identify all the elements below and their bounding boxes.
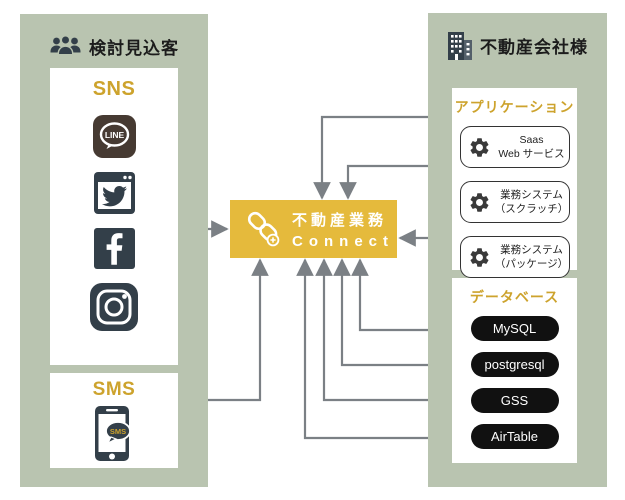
company-panel: 不動産会社様 アプリケーション Saas Web サービス: [428, 13, 607, 487]
applications-title: アプリケーション: [454, 99, 575, 115]
databases-section: データベース MySQL postgresql GSS AirTable: [452, 278, 577, 463]
app-item-scratch: 業務システム （スクラッチ）: [459, 181, 570, 223]
sns-title: SNS: [92, 78, 136, 100]
application-list: Saas Web サービス 業務システム （スクラッチ）: [452, 126, 577, 278]
sms-phone-icon: SMS: [95, 406, 131, 461]
app-item-label: Saas Web サービス: [498, 133, 565, 160]
company-header: 不動産会社様: [428, 30, 607, 60]
gear-icon: [470, 192, 488, 212]
db-pill-airtable: AirTable: [470, 424, 559, 449]
gear-icon: [470, 137, 488, 157]
connect-hub: 不動産業務 Connect: [230, 200, 397, 258]
company-title: 不動産会社様: [480, 37, 588, 57]
instagram-icon: [90, 283, 138, 331]
prospects-header: 検討見込客: [20, 31, 208, 61]
people-icon: [50, 35, 81, 56]
link-icon: [247, 211, 280, 247]
databases-title: データベース: [469, 289, 560, 305]
sms-section: SMS SMS: [50, 373, 178, 468]
svg-text:LINE: LINE: [104, 130, 124, 140]
building-icon: [448, 32, 472, 60]
twitter-icon: [93, 172, 135, 214]
db-pill-postgresql: postgresql: [470, 352, 559, 377]
line-icon: LINE: [92, 115, 136, 158]
app-item-package: 業務システム （パッケージ）: [459, 236, 570, 278]
connect-hub-line1: 不動産業務: [292, 211, 388, 229]
app-item-label: 業務システム （スクラッチ）: [494, 188, 569, 215]
database-list: MySQL postgresql GSS AirTable: [452, 316, 577, 449]
facebook-icon: [93, 228, 135, 269]
connect-hub-line2: Connect: [292, 232, 394, 250]
sms-title: SMS: [92, 379, 136, 400]
applications-section: アプリケーション Saas Web サービス 業務シス: [452, 88, 577, 278]
app-item-label: 業務システム （パッケージ）: [494, 243, 569, 270]
sns-icon-list: LINE: [50, 115, 178, 331]
connect-hub-label: 不動産業務 Connect: [292, 209, 394, 250]
db-pill-mysql: MySQL: [470, 316, 559, 341]
app-item-saas: Saas Web サービス: [459, 126, 570, 168]
svg-text:SMS: SMS: [110, 427, 126, 436]
sns-section: SNS LINE: [50, 68, 178, 365]
prospects-panel: 検討見込客 SNS LINE: [20, 14, 208, 487]
gear-icon: [470, 247, 488, 267]
prospects-title: 検討見込客: [89, 38, 179, 58]
db-pill-gss: GSS: [470, 388, 559, 413]
